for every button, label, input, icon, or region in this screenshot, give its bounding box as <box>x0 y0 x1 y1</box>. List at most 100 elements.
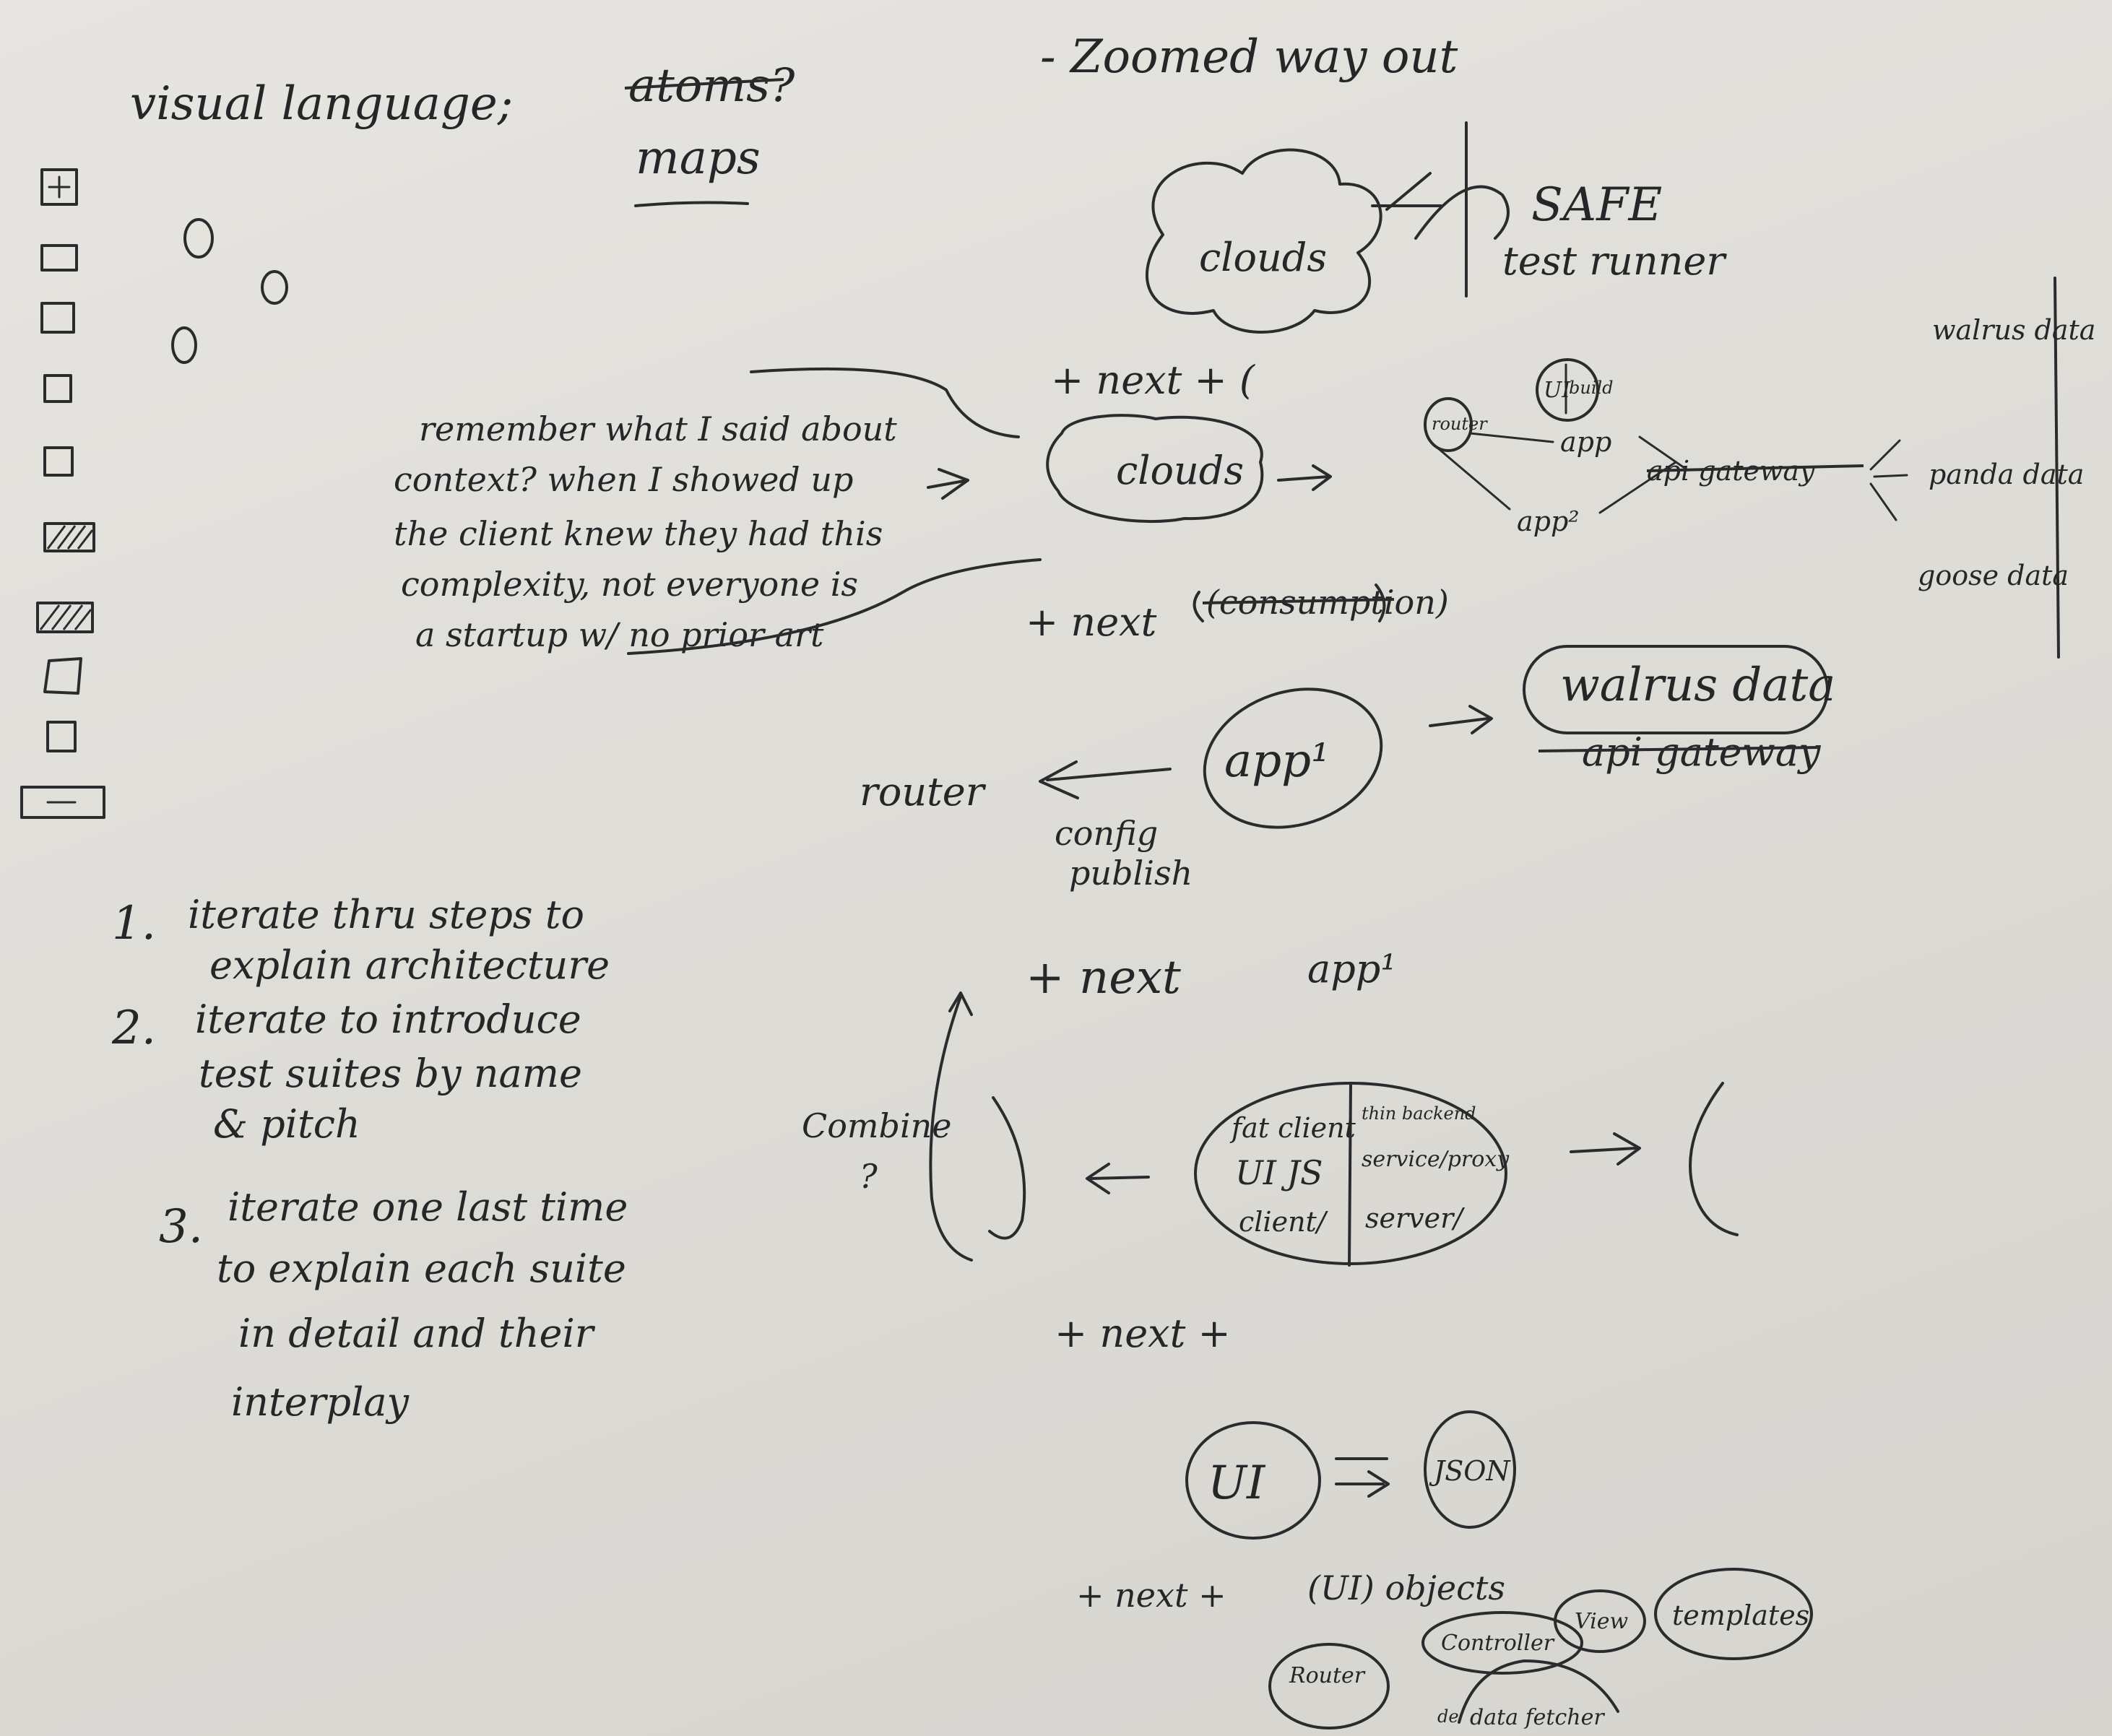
step1-next: + next + ( <box>1051 357 1256 403</box>
config-label: config <box>1055 814 1158 853</box>
note-bracket-bottom <box>627 558 1042 655</box>
publish-label: publish <box>1069 854 1193 893</box>
test-runner-label: test runner <box>1502 238 1727 284</box>
data-fetcher-node <box>1458 1659 1619 1724</box>
right-col-line: thin backend <box>1362 1103 1476 1124</box>
data-fetcher-struck: de <box>1437 1706 1459 1727</box>
wide-box-icon <box>40 244 78 272</box>
plan-item-number: 3. <box>159 1200 203 1254</box>
edge <box>1638 435 1688 471</box>
app1-node <box>1203 687 1383 829</box>
plan-list: 1. iterate thru steps to explain archite… <box>111 892 628 1425</box>
controller-label: Controller <box>1441 1631 1555 1656</box>
combine-question: ? <box>860 1157 878 1196</box>
arrow <box>1089 1176 1150 1180</box>
combine-bracket-right <box>988 1096 1026 1240</box>
combine-label: Combine <box>802 1106 952 1145</box>
router-node <box>1424 397 1473 452</box>
ui-circle <box>1185 1421 1321 1540</box>
data-column-divider <box>2053 277 2060 659</box>
plan-item-line: interplay <box>231 1379 410 1425</box>
subtitle-underline <box>634 201 749 207</box>
cloud-shape <box>1145 148 1382 334</box>
controller-node <box>1421 1611 1583 1675</box>
plan-item: 3. iterate one last time to explain each… <box>159 1184 628 1425</box>
right-col-line: server/ <box>1365 1202 1465 1234</box>
header-subtitle: maps <box>636 131 761 185</box>
arrow-head <box>1086 1163 1110 1194</box>
left-col-line: fat client <box>1229 1112 1356 1144</box>
arrow-head <box>1613 1132 1641 1166</box>
plan-item-number: 2. <box>111 1002 156 1055</box>
shape-legend <box>20 168 105 819</box>
arrow <box>1429 717 1489 727</box>
templates-node <box>1654 1568 1813 1660</box>
skewed-box-icon <box>43 657 82 695</box>
step2-app-label: app¹ <box>1224 734 1330 788</box>
arrow-head <box>1468 705 1493 734</box>
edge <box>1436 446 1511 511</box>
plan-item-line: in detail and their <box>238 1311 596 1356</box>
loop-arrow <box>1414 185 1510 240</box>
hatched-wide-box-icon <box>36 602 94 633</box>
circle-doodle <box>183 218 214 259</box>
view-node <box>1554 1589 1646 1653</box>
strike-line <box>1646 464 1864 472</box>
note-line: complexity, not everyone is <box>401 565 858 604</box>
step3-app-label: app¹ <box>1307 946 1396 991</box>
ui-node <box>1536 358 1599 422</box>
combine-bracket-left <box>929 995 973 1262</box>
left-col-line: client/ <box>1239 1206 1328 1238</box>
circle-doodle <box>171 326 197 364</box>
plan-item: 2. iterate to introduce test suites by n… <box>111 997 582 1147</box>
left-col-line: UI JS <box>1235 1153 1323 1192</box>
arrow <box>1046 768 1172 781</box>
plan-item-line: iterate thru steps to <box>188 892 584 937</box>
step2-next: + next <box>1026 599 1157 645</box>
plan-item-line: test suites by name <box>199 1051 582 1096</box>
header-title: visual language; <box>130 77 513 131</box>
data-fetcher-label: data fetcher <box>1470 1705 1605 1730</box>
note-arrow <box>927 468 969 500</box>
app2-label: app² <box>1517 505 1580 537</box>
router-node-label: router <box>1432 414 1488 434</box>
safe-label: SAFE <box>1531 178 1662 232</box>
data-list-item: walrus data <box>1932 314 2095 346</box>
plan-item-line: & pitch <box>213 1101 360 1147</box>
plan-item-line: iterate to introduce <box>195 997 581 1042</box>
ui-node-label: UI <box>1544 378 1571 403</box>
edge <box>1869 439 1901 471</box>
data-list: walrus data panda data goose data <box>1918 314 2095 591</box>
plan-item-line: iterate one last time <box>228 1184 628 1230</box>
router-object-label: Router <box>1289 1663 1366 1688</box>
minus-box-icon <box>20 786 105 819</box>
strike-line <box>624 78 784 90</box>
strike-line <box>1202 598 1395 604</box>
step2-walrus-label: walrus data <box>1560 659 1835 712</box>
arrow-head <box>1367 1470 1390 1498</box>
double-arrow <box>1335 1457 1388 1485</box>
note-line: the client knew they had this <box>394 514 883 553</box>
circle-doodles <box>171 218 288 364</box>
walrus-data-node <box>1523 645 1829 734</box>
step3-next: + next <box>1026 951 1181 1004</box>
router-object-node <box>1268 1643 1390 1730</box>
hatched-box-icon <box>43 522 95 552</box>
plan-item: 1. iterate thru steps to explain archite… <box>112 892 610 988</box>
view-label: View <box>1575 1609 1628 1634</box>
small-box-icon <box>43 374 72 403</box>
step4-json-label: JSON <box>1429 1455 1511 1487</box>
app-label: app <box>1560 426 1611 458</box>
step1-clouds-label: clouds <box>1116 448 1244 493</box>
plan-item-line: to explain each suite <box>217 1246 626 1291</box>
step4-ui-label: UI <box>1208 1457 1266 1510</box>
open-bracket <box>1689 1082 1739 1236</box>
step2-walrus-struck: api gateway <box>1582 729 1822 775</box>
plus-box-icon <box>40 168 78 206</box>
arrow <box>1277 475 1330 482</box>
circle-doodle <box>261 270 288 305</box>
partial-box-icon <box>40 302 75 334</box>
note-line: context? when I showed up <box>394 460 853 499</box>
plan-item-line: explain architecture <box>209 942 610 988</box>
